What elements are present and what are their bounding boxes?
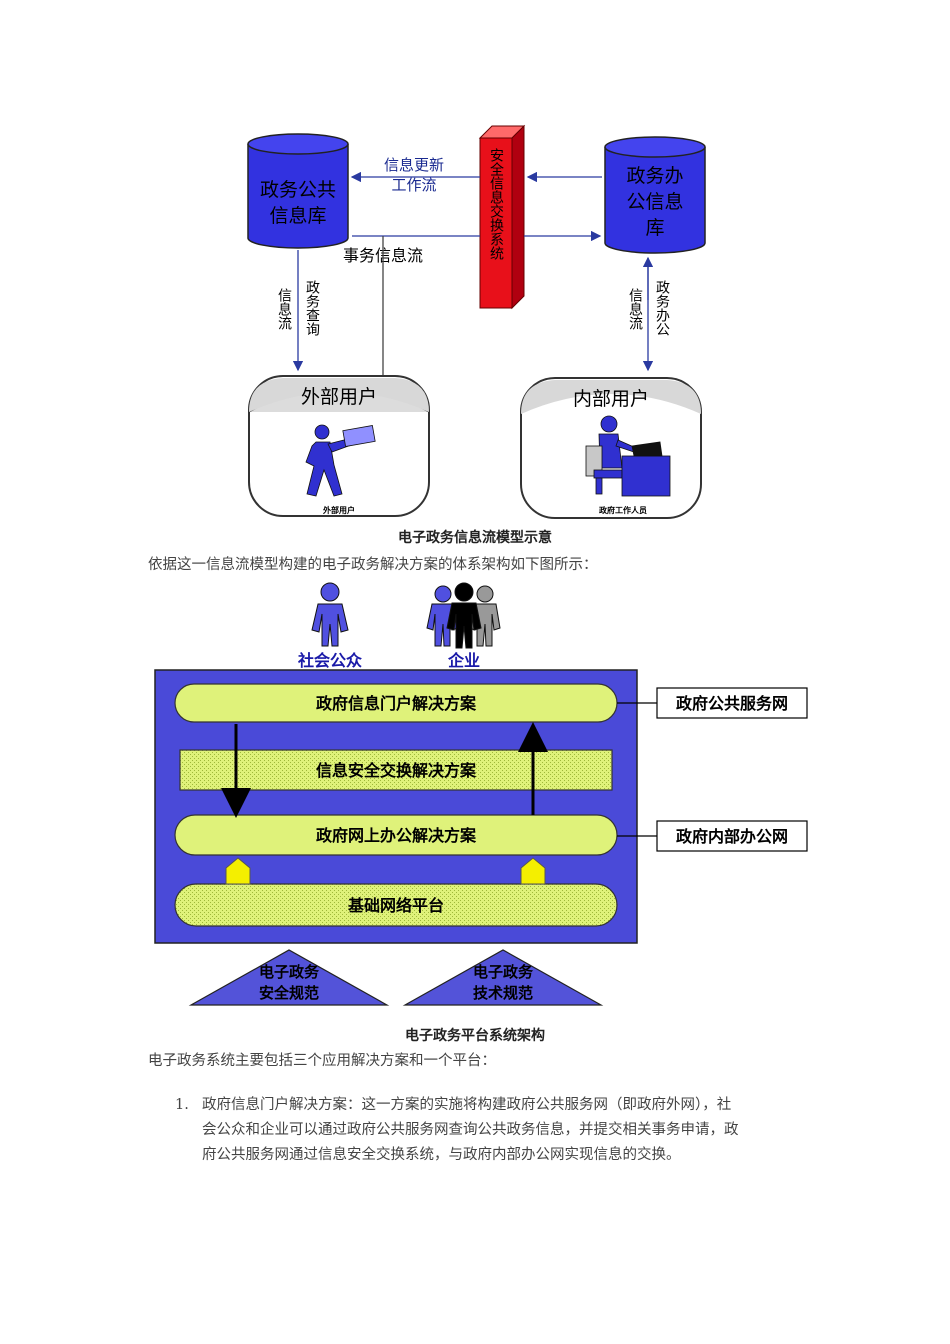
- security-system-label: 安全信息交换系统: [488, 148, 504, 261]
- info-flow-diagram: 政务公共 信息库 政务办 公信息 库 安全信息交换系统 信息更新 工作流 事务信…: [247, 124, 706, 519]
- external-user-caption: 外部用户: [323, 505, 355, 515]
- tech-norm-label-1: 电子政务: [473, 963, 534, 981]
- internal-user-box: 内部用户 政府工作人员: [520, 377, 702, 519]
- db-office-label-1: 政务办: [626, 165, 683, 187]
- enterprise-label: 企业: [447, 651, 480, 670]
- walking-person-icon: [305, 424, 376, 497]
- office-info-database: 政务办 公信息 库: [604, 136, 706, 254]
- network-label: 基础网络平台: [347, 896, 444, 915]
- security-exchange-system: 安全信息交换系统: [478, 124, 526, 310]
- public-service-net-label: 政府公共服务网: [676, 694, 788, 713]
- office-worker-icon: [585, 415, 671, 497]
- architecture-diagram: 社会公众 企业 政府信息门户解决方案 信息安全交换解决方案 政府网上办公解决方案…: [154, 582, 808, 1006]
- query-flow-col1: 政务查询: [304, 280, 320, 337]
- internal-user-title: 内部用户: [573, 388, 649, 410]
- list-item-line: 会公众和企业可以通过政府公共服务网查询公共政务信息，并提交相关事务申请，政: [202, 1122, 739, 1138]
- diagram1-caption: 电子政务信息流模型示意: [398, 530, 552, 546]
- office-flow-col2: 信息流: [627, 288, 643, 331]
- office-label: 政府网上办公解决方案: [316, 826, 477, 845]
- security-norm-label-2: 安全规范: [259, 984, 319, 1002]
- list-item-line: 政府信息门户解决方案：这一方案的实施将构建政府公共服务网（即政府外网），社: [202, 1097, 732, 1113]
- public-info-database: 政务公共 信息库: [247, 133, 349, 249]
- query-flow-col2: 信息流: [276, 288, 292, 331]
- internal-user-caption: 政府工作人员: [599, 505, 647, 515]
- enterprise-group-icon: [426, 582, 501, 649]
- db-public-label-2: 信息库: [269, 205, 326, 227]
- summary-paragraph: 电子政务系统主要包括三个应用解决方案和一个平台：: [148, 1053, 496, 1069]
- intro-paragraph: 依据这一信息流模型构建的电子政务解决方案的体系架构如下图所示：: [148, 557, 598, 573]
- support-arrow-right: [520, 857, 546, 885]
- tech-norm-label-2: 技术规范: [473, 984, 533, 1002]
- exchange-label: 信息安全交换解决方案: [316, 761, 477, 780]
- diagram2-caption: 电子政务平台系统架构: [405, 1028, 545, 1044]
- security-norm-label-1: 电子政务: [259, 963, 320, 981]
- external-user-box: 外部用户 外部用户: [248, 375, 430, 517]
- network-bar: [174, 883, 618, 927]
- tech-norm-triangle: [402, 949, 604, 1006]
- db-public-label-1: 政务公共: [260, 179, 336, 201]
- exchange-bar: [179, 749, 613, 791]
- public-person-icon: [311, 582, 349, 647]
- list-item-number: 1.: [175, 1097, 189, 1113]
- db-office-label-3: 库: [645, 217, 664, 239]
- public-label: 社会公众: [297, 651, 363, 670]
- list-item-line: 府公共服务网通过信息安全交换系统，与政府内部办公网实现信息的交换。: [202, 1147, 681, 1163]
- office-bar: [174, 814, 618, 856]
- office-flow-col1: 政务办公: [654, 280, 670, 336]
- portal-label: 政府信息门户解决方案: [316, 694, 477, 713]
- update-flow-label-1: 信息更新: [384, 156, 444, 174]
- list-item-body: 政府信息门户解决方案：这一方案的实施将构建政府公共服务网（即政府外网），社 会公…: [202, 1093, 802, 1168]
- external-user-title: 外部用户: [301, 386, 377, 408]
- db-office-label-2: 公信息: [626, 191, 683, 213]
- internal-office-net-box: [656, 820, 808, 852]
- support-arrow-left: [225, 857, 251, 885]
- internal-office-net-label: 政府内部办公网: [676, 827, 788, 846]
- public-service-net-box: [656, 687, 808, 719]
- security-norm-triangle: [188, 949, 390, 1006]
- update-flow-label-2: 工作流: [391, 176, 436, 194]
